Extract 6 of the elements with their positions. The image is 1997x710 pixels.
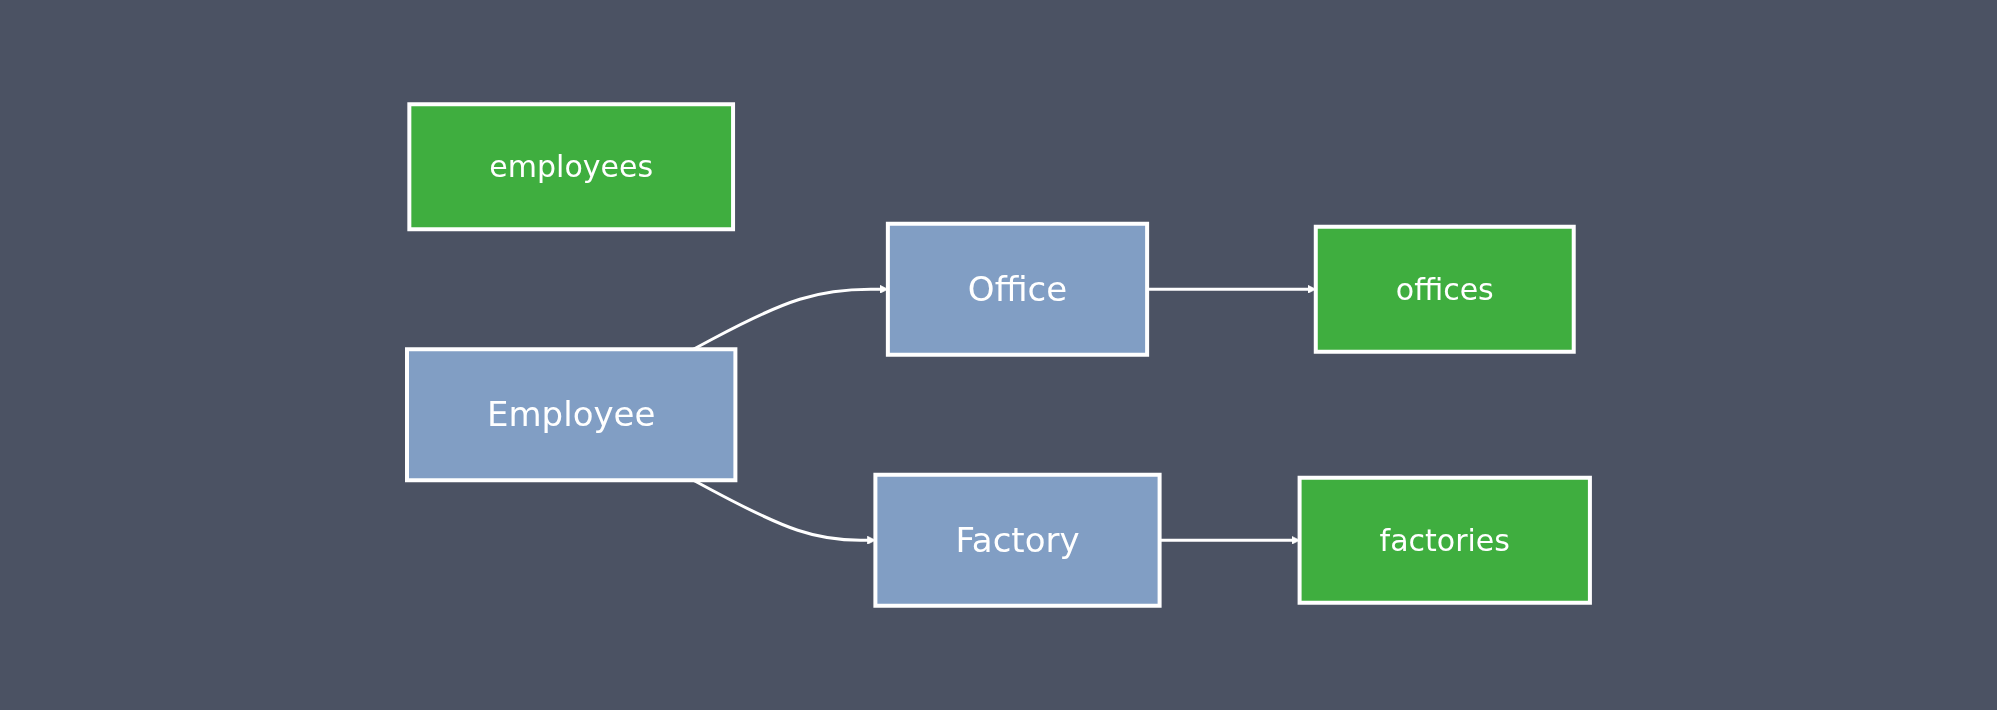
node-box: offices	[1313, 224, 1576, 354]
node-box: Factory	[873, 472, 1162, 608]
node-box: Office	[885, 221, 1150, 357]
node-box: factories	[1297, 475, 1592, 605]
node-box: employees	[407, 102, 736, 232]
node-box: Employee	[405, 347, 738, 483]
